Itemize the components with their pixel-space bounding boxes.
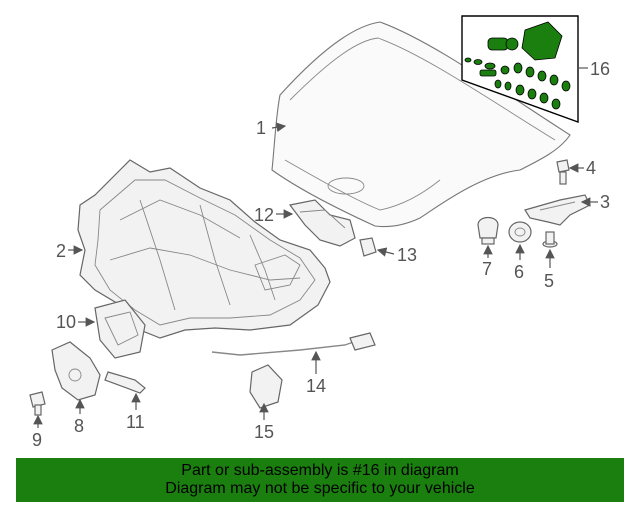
hood-part[interactable] [271, 21, 571, 228]
callout-16: 16 [590, 59, 610, 79]
bracket-part-15[interactable] [249, 364, 283, 409]
bumper-part-7[interactable] [477, 216, 499, 245]
callout-12: 12 [254, 205, 274, 225]
callout-2: 2 [56, 241, 66, 261]
callout-14: 14 [306, 376, 326, 396]
banner-line-1: Part or sub-assembly is #16 in diagram [181, 462, 459, 479]
callout-labels: 1 2 3 4 5 6 7 8 9 10 11 12 13 14 15 16 [32, 59, 610, 450]
callout-8: 8 [74, 416, 84, 436]
prop-rod-part-14[interactable] [211, 332, 376, 356]
leader-lines [33, 122, 598, 428]
callout-10: 10 [56, 312, 76, 332]
bolt-part-11[interactable] [104, 371, 146, 394]
callout-4: 4 [586, 158, 596, 178]
callout-5: 5 [544, 271, 554, 291]
bolt-part-9[interactable] [29, 391, 46, 416]
callout-9: 9 [32, 430, 42, 450]
callout-7: 7 [482, 259, 492, 279]
clip-part-13[interactable] [359, 237, 377, 257]
bracket-part-12[interactable] [288, 199, 356, 247]
stud-part-5[interactable] [542, 231, 558, 248]
insulator-part[interactable] [77, 159, 331, 339]
callout-3: 3 [600, 192, 610, 212]
callout-11: 11 [126, 412, 145, 432]
callout-13: 13 [397, 245, 417, 265]
callout-6: 6 [514, 262, 524, 282]
part-16-inset[interactable] [461, 15, 588, 123]
bolt-part-4[interactable] [556, 159, 570, 185]
callout-1: 1 [256, 118, 266, 138]
latch-part-8[interactable] [51, 341, 101, 401]
banner-line-2: Diagram may not be specific to your vehi… [165, 480, 475, 497]
grommet-part-6[interactable] [508, 221, 532, 243]
bracket-part-10[interactable] [94, 299, 146, 359]
info-banner: Part or sub-assembly is #16 in diagram D… [16, 458, 624, 502]
hinge-part[interactable] [524, 194, 591, 226]
callout-15: 15 [254, 422, 274, 442]
